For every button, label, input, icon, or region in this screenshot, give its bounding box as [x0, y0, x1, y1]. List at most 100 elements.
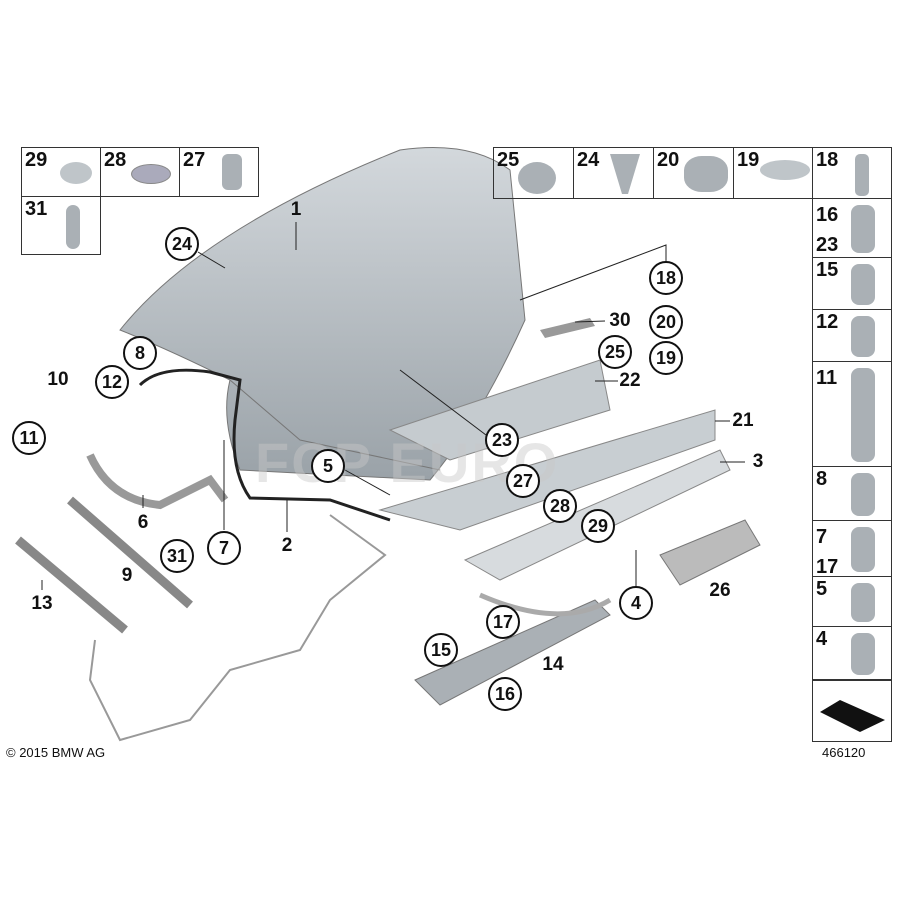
parts-cell-11[interactable]: 11: [812, 361, 892, 467]
orientation-arrow-icon: [820, 700, 885, 732]
callout-circle[interactable]: 31: [160, 539, 194, 573]
plug-icon: [760, 160, 810, 180]
callout-circle[interactable]: 11: [12, 421, 46, 455]
copyright: © 2015 BMW AG: [6, 745, 106, 760]
handle-14: [414, 599, 611, 706]
part-number: 11: [816, 367, 838, 389]
parts-cell-16-23[interactable]: 16 23: [812, 198, 892, 258]
cap-icon: [60, 162, 92, 184]
part-number: 24: [577, 149, 600, 171]
callout-label[interactable]: 6: [137, 512, 149, 533]
callout-circle[interactable]: 20: [649, 305, 683, 339]
callout-label[interactable]: 1: [290, 199, 302, 220]
leader-lines: [41, 222, 745, 590]
cable: [88, 514, 387, 742]
callout-circle[interactable]: 7: [207, 531, 241, 565]
bolt-icon: [851, 633, 875, 675]
trim-22: [388, 359, 611, 461]
screw-icon: [851, 205, 875, 253]
callout-label[interactable]: 3: [752, 451, 764, 472]
callout-circle[interactable]: 16: [488, 677, 522, 711]
stud-icon: [855, 154, 869, 196]
orientation-cell: [812, 680, 892, 742]
trim-21: [378, 409, 716, 531]
callout-circle[interactable]: 23: [485, 423, 519, 457]
callout-label[interactable]: 13: [31, 593, 53, 614]
part-number: 7 17: [816, 526, 839, 578]
hex-nut-icon: [851, 316, 875, 357]
strip-4: [478, 592, 612, 617]
bolt-icon: [851, 368, 875, 462]
strut-9: [67, 496, 193, 609]
callout-label[interactable]: 9: [121, 565, 133, 586]
trunk-lid-edge: [229, 379, 441, 471]
part-number: 27: [183, 149, 206, 171]
part-number: 18: [816, 149, 839, 171]
nut-icon: [518, 162, 556, 194]
callout-circle[interactable]: 4: [619, 586, 653, 620]
callout-circle[interactable]: 19: [649, 341, 683, 375]
callout-circle[interactable]: 27: [506, 464, 540, 498]
clip-icon: [851, 583, 875, 622]
grommet-icon: [684, 156, 728, 192]
part-number: 5: [816, 578, 828, 600]
ball-stud-icon: [66, 205, 80, 249]
callout-circle[interactable]: 15: [424, 633, 458, 667]
callout-circle[interactable]: 8: [123, 336, 157, 370]
callout-circle[interactable]: 25: [598, 335, 632, 369]
parts-cell-24[interactable]: 24: [573, 147, 654, 199]
nut-icon: [851, 264, 875, 305]
parts-cell-29[interactable]: 29: [21, 147, 101, 197]
part-number: 19: [737, 149, 760, 171]
parts-cell-20[interactable]: 20: [653, 147, 734, 199]
callout-label[interactable]: 2: [281, 535, 293, 556]
part-number: 12: [816, 311, 839, 333]
strut-13: [15, 536, 128, 634]
parts-cell-31[interactable]: 31: [21, 196, 101, 255]
parts-cell-15[interactable]: 15: [812, 257, 892, 310]
callout-circle[interactable]: 12: [95, 365, 129, 399]
seal: [138, 368, 391, 522]
part-number: 20: [657, 149, 680, 171]
parts-cell-7-17[interactable]: 7 17: [812, 520, 892, 578]
parts-cell-27[interactable]: 27: [179, 147, 259, 197]
callout-circle[interactable]: 29: [581, 509, 615, 543]
parts-cell-28[interactable]: 28: [100, 147, 180, 197]
part-number: 25: [497, 149, 520, 171]
part-number: 8: [816, 468, 828, 490]
part-number: 15: [816, 259, 839, 281]
parts-cell-8[interactable]: 8: [812, 466, 892, 521]
callout-label[interactable]: 30: [609, 310, 631, 331]
plate-26: [659, 519, 761, 586]
screw-icon: [222, 154, 242, 190]
part-number: 31: [25, 198, 48, 220]
trunk-lid: [119, 147, 526, 481]
callout-circle[interactable]: 24: [165, 227, 199, 261]
part-number: 28: [104, 149, 127, 171]
parts-cell-25[interactable]: 25: [493, 147, 574, 199]
parts-cell-4[interactable]: 4: [812, 626, 892, 680]
nut-icon: [851, 527, 875, 572]
callout-circle[interactable]: 18: [649, 261, 683, 295]
callout-label[interactable]: 21: [732, 410, 754, 431]
parts-cell-18[interactable]: 18: [812, 147, 892, 199]
parts-cell-5[interactable]: 5: [812, 576, 892, 627]
part-number: 16 23: [816, 204, 839, 256]
parts-cell-19[interactable]: 19: [733, 147, 813, 199]
screw-icon: [851, 473, 875, 516]
strip-30: [540, 318, 595, 338]
callout-label[interactable]: 26: [709, 580, 731, 601]
hinge: [86, 453, 229, 510]
callout-circle[interactable]: 28: [543, 489, 577, 523]
diagram-number: 466120: [822, 745, 866, 760]
clip-icon: [610, 154, 640, 194]
callout-label[interactable]: 22: [619, 370, 641, 391]
callout-circle[interactable]: 5: [311, 449, 345, 483]
callout-circle[interactable]: 17: [486, 605, 520, 639]
washer-icon: [131, 164, 171, 184]
parts-cell-12[interactable]: 12: [812, 309, 892, 362]
callout-label[interactable]: 14: [542, 654, 564, 675]
callout-label[interactable]: 10: [47, 369, 69, 390]
